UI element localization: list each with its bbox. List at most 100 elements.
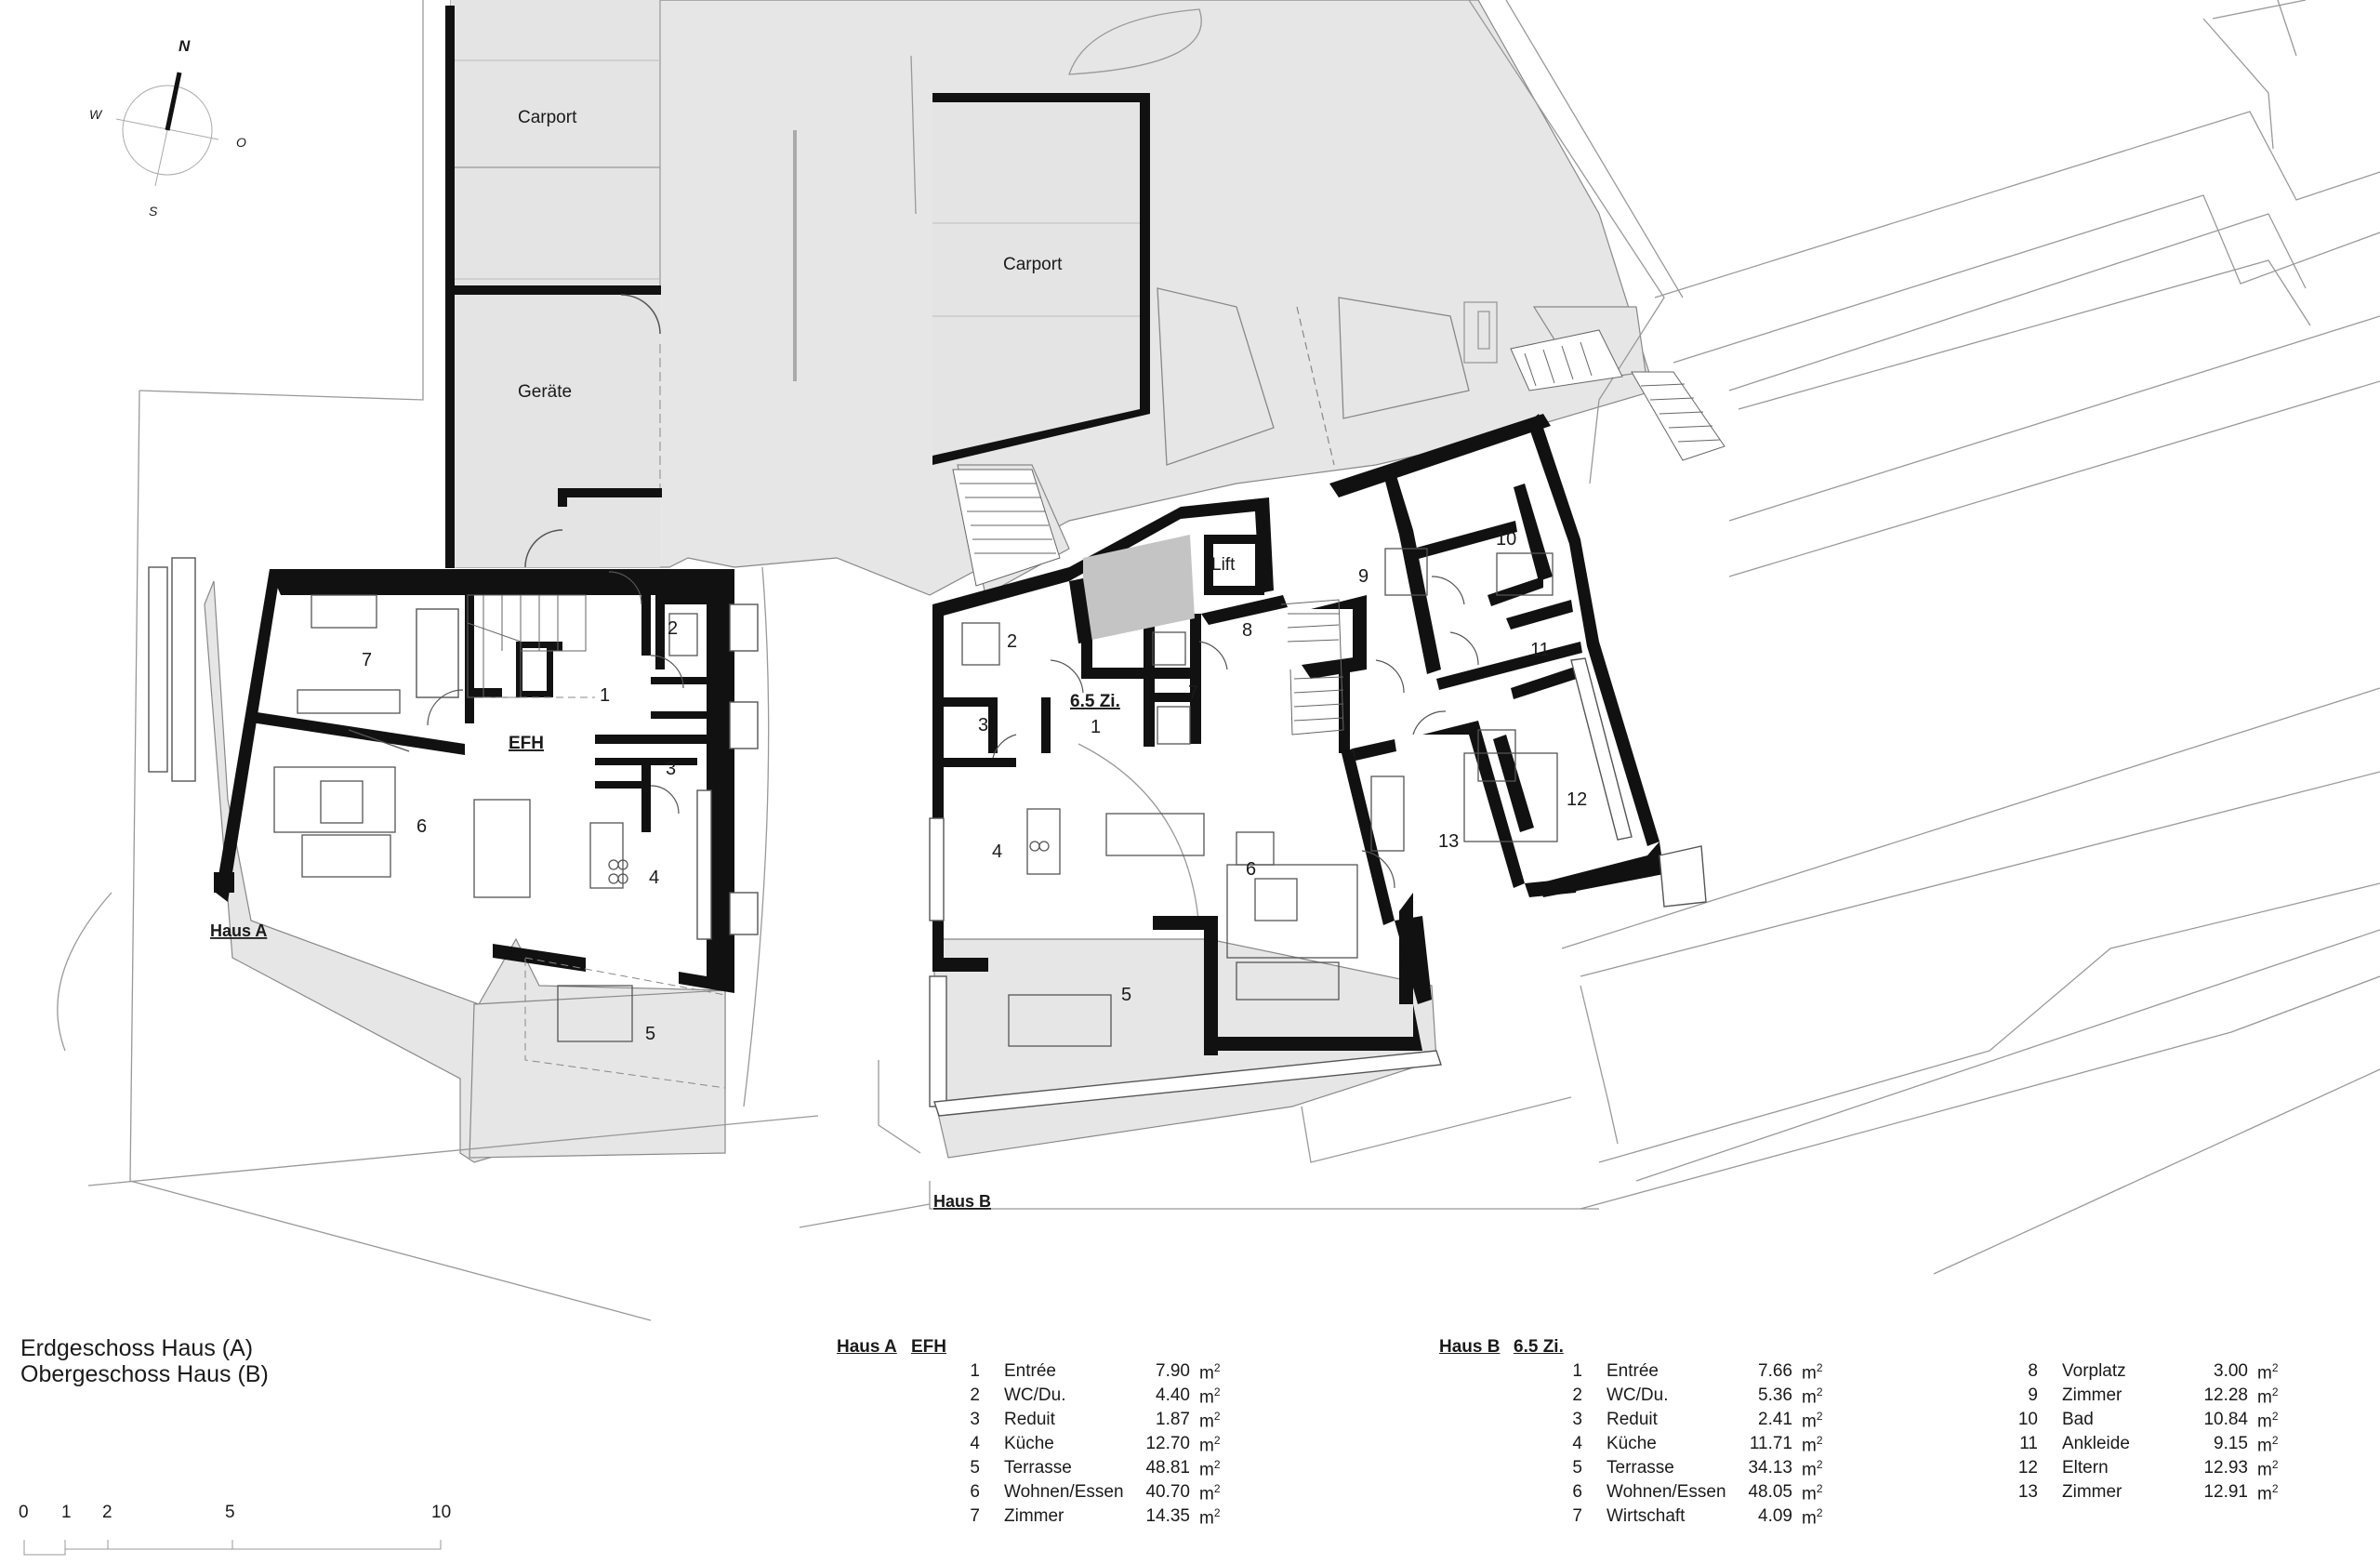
drawing-title: Erdgeschoss Haus (A) Obergeschoss Haus (… xyxy=(20,1335,269,1387)
room-number-b-6: 6 xyxy=(1246,859,1256,880)
room-number-b-1: 1 xyxy=(1091,717,1101,737)
haus-a-walls xyxy=(148,557,759,1089)
scale-label-2: 2 xyxy=(102,1503,112,1522)
room-number-a-4: 4 xyxy=(649,868,659,888)
area-row-value: 2.41 xyxy=(1758,1410,1792,1429)
area-row: 1 Entrée 7.66 m2 xyxy=(1439,1361,1830,1385)
room-label-geraete: Geräte xyxy=(518,382,572,402)
scale-label-1: 1 xyxy=(61,1503,72,1522)
area-row-value: 12.28 xyxy=(2203,1385,2248,1405)
area-row-value: 7.90 xyxy=(1156,1361,1190,1381)
area-row-value: 10.84 xyxy=(2203,1410,2248,1429)
area-row-unit: m2 xyxy=(1199,1410,1221,1432)
area-row-number: 6 xyxy=(970,1482,980,1502)
title-line-2: Obergeschoss Haus (B) xyxy=(20,1361,269,1387)
room-number-b-5: 5 xyxy=(1121,985,1131,1005)
area-row-value: 11.71 xyxy=(1749,1434,1792,1453)
room-number-b-9: 9 xyxy=(1358,566,1368,587)
area-row-name: Eltern xyxy=(2062,1458,2109,1478)
area-row-number: 7 xyxy=(1572,1506,1582,1526)
room-number-b-2: 2 xyxy=(1007,631,1017,652)
scale-label-0: 0 xyxy=(19,1503,29,1522)
area-row-number: 13 xyxy=(2017,1482,2038,1502)
scale-bar-graphic xyxy=(23,1540,442,1556)
site-lines xyxy=(57,0,2380,1321)
area-row-unit: m2 xyxy=(1802,1434,1823,1456)
area-row-number: 2 xyxy=(970,1385,980,1405)
area-row-name: Zimmer xyxy=(2062,1385,2122,1405)
area-row-value: 12.91 xyxy=(2203,1482,2248,1502)
area-row-number: 4 xyxy=(1572,1434,1582,1453)
area-row-value: 9.15 xyxy=(2214,1434,2248,1453)
area-row-unit: m2 xyxy=(1802,1410,1823,1432)
area-row-number: 10 xyxy=(2017,1410,2038,1429)
room-numbers-haus-a: 1 2 3 4 5 6 7 xyxy=(362,618,678,1044)
area-row-number: 3 xyxy=(970,1410,980,1429)
room-number-b-7: 7 xyxy=(1188,683,1198,703)
area-row-number: 5 xyxy=(1572,1458,1582,1478)
room-label-efh: EFH xyxy=(509,734,544,753)
area-row-number: 5 xyxy=(970,1458,980,1478)
table-a-type: EFH xyxy=(911,1337,946,1357)
area-row-unit: m2 xyxy=(1802,1385,1823,1408)
area-row-unit: m2 xyxy=(1199,1458,1221,1480)
area-row-name: WC/Du. xyxy=(1004,1385,1066,1405)
area-row-name: Vorplatz xyxy=(2062,1361,2126,1381)
compass-west: W xyxy=(89,107,103,122)
room-number-a-3: 3 xyxy=(666,759,676,779)
room-label-carport-b: Carport xyxy=(1003,255,1063,274)
area-row-name: Ankleide xyxy=(2062,1434,2130,1453)
area-row-name: Zimmer xyxy=(2062,1482,2122,1502)
area-row-unit: m2 xyxy=(1199,1482,1221,1504)
scale-label-10: 10 xyxy=(431,1503,452,1522)
area-row-unit: m2 xyxy=(1802,1506,1823,1529)
area-row-name: Entrée xyxy=(1606,1361,1659,1381)
room-number-b-13: 13 xyxy=(1438,831,1459,852)
area-row-value: 14.35 xyxy=(1145,1506,1190,1526)
area-row-unit: m2 xyxy=(1802,1361,1823,1384)
room-number-a-6: 6 xyxy=(416,816,427,837)
room-number-b-8: 8 xyxy=(1242,620,1252,641)
area-row-name: Küche xyxy=(1606,1434,1657,1453)
room-label-zi: 6.5 Zi. xyxy=(1070,692,1120,711)
area-row-value: 40.70 xyxy=(1145,1482,1190,1502)
area-row-value: 3.00 xyxy=(2214,1361,2248,1381)
area-row-unit: m2 xyxy=(1199,1361,1221,1384)
area-row-value: 48.05 xyxy=(1748,1482,1792,1502)
compass-south: S xyxy=(149,204,158,219)
area-row-value: 12.93 xyxy=(2203,1458,2248,1478)
room-number-a-2: 2 xyxy=(668,618,678,639)
scale-label-5: 5 xyxy=(225,1503,235,1522)
haus-b-walls xyxy=(929,329,1726,1117)
area-row-number: 1 xyxy=(970,1361,980,1381)
area-row-value: 7.66 xyxy=(1758,1361,1792,1381)
area-row-unit: m2 xyxy=(1199,1434,1221,1456)
room-number-a-5: 5 xyxy=(645,1024,655,1044)
table-b-type: 6.5 Zi. xyxy=(1514,1337,1564,1357)
room-numbers-haus-b: 1 2 3 4 5 6 7 8 9 10 11 12 13 xyxy=(978,529,1587,1005)
area-row-name: Terrasse xyxy=(1004,1458,1072,1478)
compass-east: O xyxy=(236,135,246,150)
area-row-number: 1 xyxy=(1572,1361,1582,1381)
carport-a-structure xyxy=(445,0,797,568)
area-row-number: 4 xyxy=(970,1434,980,1453)
area-row-unit: m2 xyxy=(2257,1434,2279,1456)
room-label-carport-a: Carport xyxy=(518,108,577,127)
area-row-unit: m2 xyxy=(1199,1506,1221,1529)
area-row-unit: m2 xyxy=(1199,1385,1221,1408)
room-number-b-11: 11 xyxy=(1530,640,1550,660)
room-number-a-7: 7 xyxy=(362,650,372,670)
